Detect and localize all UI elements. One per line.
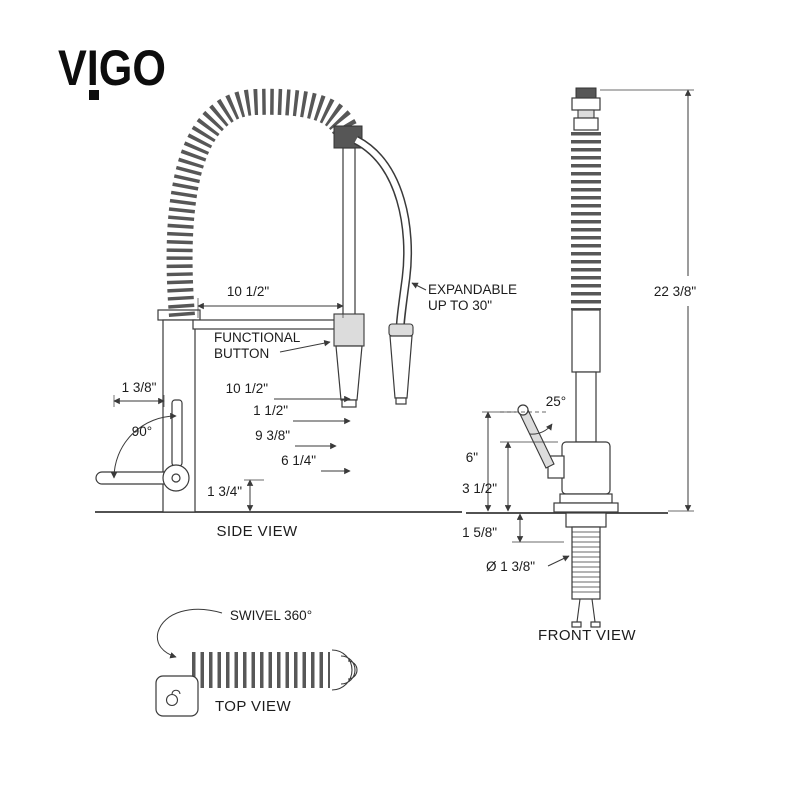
front-top-collar <box>571 97 601 111</box>
logo-dot <box>89 90 99 100</box>
front-valve-body <box>561 441 611 495</box>
front-supply-line-right <box>591 598 596 623</box>
front-supply-line-left <box>576 598 581 623</box>
side-support-bar <box>192 319 346 330</box>
side-view-drawing <box>95 88 462 513</box>
side-dim-9-3-8: 9 3/8" <box>255 428 290 443</box>
side-handle-lever <box>95 471 173 485</box>
front-dim-diameter: Ø 1 3/8" <box>486 559 535 574</box>
front-body-neck <box>575 371 597 443</box>
side-functional-label-1: FUNCTIONAL <box>214 330 301 345</box>
top-mount-base <box>155 675 199 717</box>
side-view-dimensions: 10 1/2" FUNCTIONAL BUTTON EXPANDABLE UP … <box>110 282 517 540</box>
front-view-dimensions: 22 3/8" 25° 6" 3 1/2" 1 5/8" Ø 1 3/8" FR… <box>462 89 697 644</box>
side-sprayer-top <box>388 323 414 337</box>
side-dim-handle-width: 1 3/8" <box>122 380 157 395</box>
side-dim-1-3-4: 1 3/4" <box>207 484 242 499</box>
top-swivel-label: SWIVEL 360° <box>230 608 312 623</box>
side-dim-reach: 10 1/2" <box>227 284 270 299</box>
side-spray-aerator <box>341 399 357 408</box>
side-dim-1-1-2: 1 1/2" <box>253 403 288 418</box>
side-dim-6-1-4: 6 1/4" <box>281 453 316 468</box>
side-expandable-leader <box>411 282 427 291</box>
front-body-upper <box>571 309 601 373</box>
front-supply-end-right <box>590 621 601 628</box>
top-mount-icon-spout <box>171 689 181 695</box>
front-view-label: FRONT VIEW <box>538 627 636 644</box>
side-spray-nozzle <box>335 345 363 401</box>
front-base-plate <box>553 502 619 513</box>
side-view-label: SIDE VIEW <box>216 523 298 540</box>
front-base-upper <box>559 493 613 504</box>
side-spray-head-body <box>333 313 365 347</box>
brand-logo-text: VIGO <box>58 40 166 96</box>
front-angle-arc <box>529 423 553 435</box>
front-top-fitting <box>573 117 599 131</box>
front-dim-1-5-8: 1 5/8" <box>462 525 497 540</box>
front-dim-angle: 25° <box>546 394 566 409</box>
side-sprayer-tip <box>395 397 407 405</box>
side-functional-leader <box>279 339 331 353</box>
front-diameter-leader <box>547 555 570 567</box>
side-sprayer-body <box>389 335 413 399</box>
side-expandable-label-2: UP TO 30" <box>428 298 492 313</box>
front-locknut <box>565 512 607 528</box>
side-hose-inner <box>354 137 411 333</box>
top-swivel-arrow <box>156 608 223 659</box>
side-handle-pivot-center <box>171 473 181 483</box>
front-shank-threads <box>572 531 600 593</box>
side-expandable-label-1: EXPANDABLE <box>428 282 517 297</box>
side-handle-swing-arc <box>110 412 177 479</box>
side-functional-label-2: BUTTON <box>214 346 269 361</box>
front-top-neck <box>577 109 595 119</box>
front-supply-end-left <box>571 621 582 628</box>
front-threaded-shank <box>571 526 601 600</box>
top-spout-end-arcs <box>331 649 358 691</box>
front-top-cap <box>575 87 597 99</box>
top-view-drawing: SWIVEL 360° TOP VIEW <box>155 608 358 717</box>
front-dim-3-1-2: 3 1/2" <box>462 481 497 496</box>
side-handle-upright <box>171 399 183 467</box>
front-handle-lever <box>519 409 555 469</box>
front-handle-knob <box>517 404 529 416</box>
side-dim-handle-swing: 90° <box>132 424 152 439</box>
brand-logo: VIGO <box>58 40 166 100</box>
top-mount-icon <box>165 693 179 707</box>
top-view-label: TOP VIEW <box>215 698 291 715</box>
front-view-drawing <box>466 87 668 628</box>
side-dim-spout-height: 10 1/2" <box>226 381 269 396</box>
front-dim-6: 6" <box>466 450 479 465</box>
side-spout-tube <box>342 147 356 317</box>
front-dim-height: 22 3/8" <box>654 284 697 299</box>
